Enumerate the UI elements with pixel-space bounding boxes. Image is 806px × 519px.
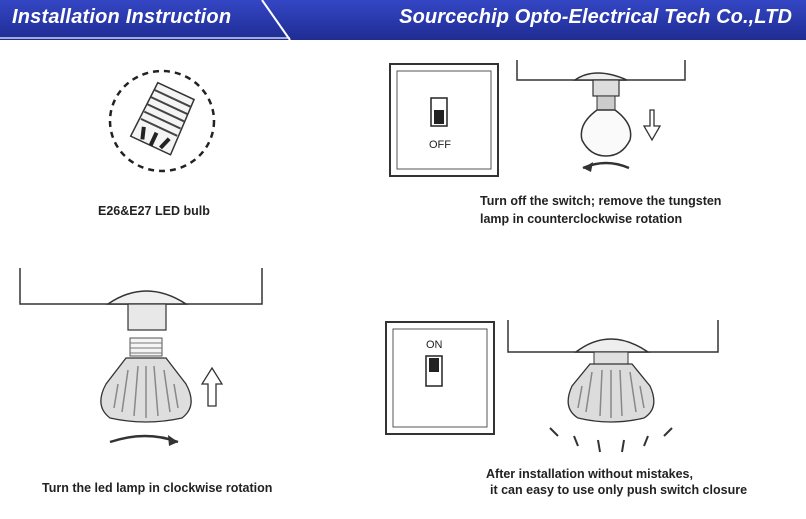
- install-lamp-panel: [18, 266, 268, 466]
- bulb-base-panel: [100, 66, 230, 176]
- done-illustration: ON: [385, 320, 719, 453]
- remove-lamp-illustration: OFF: [389, 60, 686, 177]
- on-label: ON: [426, 339, 443, 351]
- bulb-caption: E26&E27 LED bulb: [98, 204, 210, 218]
- bulb-base-illustration: [108, 69, 216, 173]
- banner-background: [0, 0, 806, 40]
- remove-caption-2: lamp in counterclockwise rotation: [480, 212, 683, 226]
- done-caption-2: it can easy to use only push switch clos…: [490, 483, 748, 497]
- done-caption-1: After installation without mistakes,: [486, 467, 693, 481]
- install-caption: Turn the led lamp in clockwise rotation: [42, 481, 273, 495]
- install-lamp-illustration: [19, 268, 263, 446]
- company-name: Sourcechip Opto-Electrical Tech Co.,LTD: [399, 6, 792, 28]
- page-title: Installation Instruction: [12, 6, 232, 28]
- off-label: OFF: [429, 139, 451, 151]
- remove-caption-1: Turn off the switch; remove the tungsten: [480, 194, 722, 208]
- done-panel: ON: [380, 312, 725, 458]
- remove-lamp-panel: OFF: [385, 50, 695, 190]
- header-banner: Installation Instruction Sourcechip Opto…: [0, 0, 806, 40]
